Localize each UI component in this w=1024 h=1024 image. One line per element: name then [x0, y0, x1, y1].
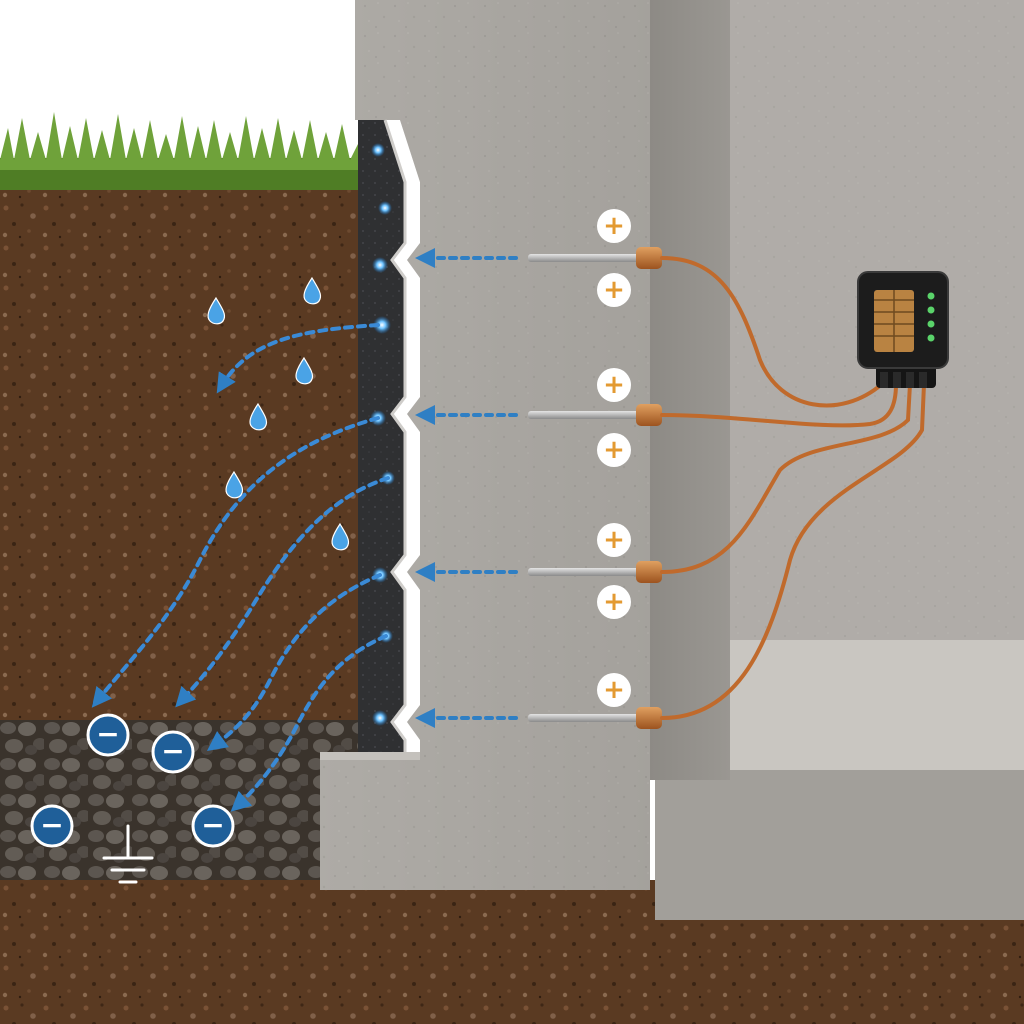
- electrode: [528, 247, 662, 269]
- electrode: [528, 707, 662, 729]
- water-flow-paths: [91, 323, 390, 812]
- positive-charges: + + + + + + +: [597, 209, 631, 707]
- plus-icon: +: [603, 587, 625, 617]
- plus-icon: +: [603, 675, 625, 705]
- electrode: [528, 404, 662, 426]
- plus-badge: +: [597, 673, 631, 707]
- electrode: [528, 561, 662, 583]
- controller-icon: [857, 271, 949, 388]
- plus-icon: +: [603, 370, 625, 400]
- minus-badge: −: [151, 730, 195, 774]
- plus-icon: +: [603, 525, 625, 555]
- wire: [660, 382, 912, 574]
- plus-badge: +: [597, 433, 631, 467]
- copper-wires: [660, 256, 926, 720]
- flow-path: [230, 634, 388, 812]
- water-drop-icon: [249, 402, 268, 431]
- electrode-field-arrows: [415, 248, 518, 728]
- soil-layer: [0, 180, 360, 740]
- wire: [660, 382, 926, 720]
- plus-icon: +: [603, 211, 625, 241]
- water-drop-icon: [331, 522, 350, 551]
- water-drop-icon: [225, 470, 244, 499]
- flow-path: [91, 416, 380, 708]
- plus-badge: +: [597, 585, 631, 619]
- water-drop-icon: [303, 276, 322, 305]
- plus-badge: +: [597, 273, 631, 307]
- status-led: [927, 306, 935, 314]
- electrode-rods: [528, 247, 662, 729]
- flow-path: [216, 323, 380, 394]
- wire: [660, 256, 884, 408]
- footing-edge: [320, 752, 420, 760]
- floor-slab: [655, 770, 1024, 920]
- minus-badge: −: [86, 713, 130, 757]
- minus-icon: −: [161, 735, 184, 768]
- foundation-wall-texture: [320, 0, 650, 890]
- minus-icon: −: [40, 809, 63, 842]
- membrane-edge: [383, 119, 407, 752]
- plus-icon: +: [603, 435, 625, 465]
- water-drops: [207, 276, 350, 551]
- status-led: [927, 334, 935, 342]
- water-drop-icon: [295, 356, 314, 385]
- plus-badge: +: [597, 523, 631, 557]
- status-led: [927, 292, 935, 300]
- plus-icon: +: [603, 275, 625, 305]
- minus-badge: −: [30, 804, 74, 848]
- foundation-wall-side: [650, 0, 730, 780]
- flow-path: [175, 476, 390, 708]
- ground-symbol-icon: [102, 824, 154, 884]
- minus-icon: −: [201, 809, 224, 842]
- grass-strip: [0, 112, 360, 190]
- plus-badge: +: [597, 209, 631, 243]
- status-led: [927, 320, 935, 328]
- minus-badge: −: [191, 804, 235, 848]
- minus-icon: −: [96, 718, 119, 751]
- water-drop-icon: [207, 296, 226, 325]
- waterproof-membrane: [358, 120, 405, 752]
- flow-path: [206, 573, 382, 751]
- plus-badge: +: [597, 368, 631, 402]
- wire: [660, 382, 898, 428]
- negative-charges: − − − −: [30, 713, 235, 848]
- sky-background: [0, 0, 360, 150]
